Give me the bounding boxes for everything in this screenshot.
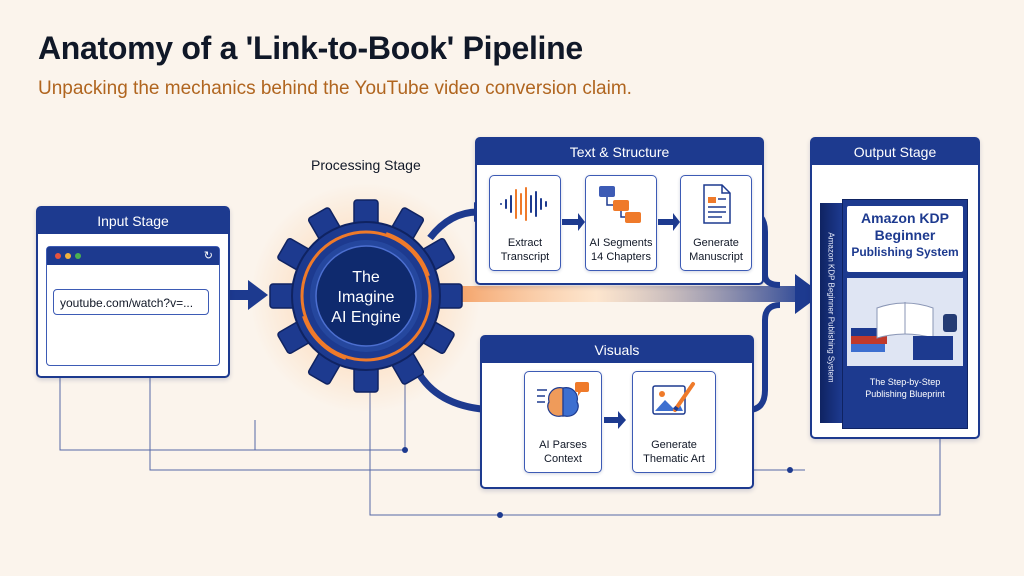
book-title-line: Amazon KDP — [861, 210, 949, 226]
card-label-line: Context — [544, 453, 582, 465]
card-label-line: Extract — [507, 237, 543, 249]
book-title-line: Publishing System — [851, 245, 959, 259]
book-front: Amazon KDP Beginner Publishing System — [842, 199, 968, 429]
url-input[interactable]: youtube.com/watch?v=... — [53, 289, 209, 315]
engine-label: The Imagine AI Engine — [316, 268, 416, 328]
book-cover: Amazon KDP Beginner Publishing System Am… — [820, 199, 972, 429]
processing-stage-label: Processing Stage — [311, 157, 421, 173]
gear-icon — [269, 199, 463, 393]
card-label-line: AI Parses — [539, 439, 587, 451]
visuals-to-output-arrow — [747, 302, 781, 413]
extract-transcript-card: Extract Transcript — [489, 175, 561, 271]
window-close-dot — [55, 253, 61, 259]
ai-parses-context-card: AI Parses Context — [524, 371, 602, 473]
output-stage-header: Output Stage — [812, 139, 978, 165]
card-label-line: Transcript — [500, 251, 550, 263]
waveform-icon — [500, 187, 547, 221]
ai-segments-card: AI Segments 14 Chapters — [585, 175, 657, 271]
window-maximize-dot — [75, 253, 81, 259]
engine-to-output-beam — [430, 274, 822, 314]
refresh-icon[interactable]: ↻ — [203, 250, 213, 262]
generate-art-card: Generate Thematic Art — [632, 371, 716, 473]
card-label: Generate Thematic Art — [633, 438, 715, 466]
visuals-header: Visuals — [482, 337, 752, 363]
card-label-line: Generate — [693, 237, 739, 249]
browser-titlebar: ↻ — [47, 247, 219, 265]
card-label: Extract Transcript — [490, 236, 560, 264]
book-title-box: Amazon KDP Beginner Publishing System — [847, 206, 963, 272]
card-label-line: AI Segments — [589, 237, 653, 249]
card-label: AI Parses Context — [525, 438, 601, 466]
engine-label-line: Imagine — [337, 289, 395, 306]
card-label-line: Thematic Art — [643, 453, 705, 465]
card-label: Generate Manuscript — [681, 236, 751, 264]
output-stage-panel: Output Stage Amazon KDP Beginner Publish… — [810, 137, 980, 439]
input-stage-panel: Input Stage ↻ youtube.com/watch?v=... — [36, 206, 230, 378]
engine-to-text-arrow — [427, 208, 479, 241]
text-structure-panel: Text & Structure Extract Tran — [475, 137, 764, 285]
book-tagline: The Step-by-Step Publishing Blueprint — [843, 376, 967, 400]
text-structure-header: Text & Structure — [477, 139, 762, 165]
brain-icon — [537, 382, 589, 417]
document-icon — [703, 184, 731, 224]
engine-label-line: The — [352, 269, 380, 286]
window-minimize-dot — [65, 253, 71, 259]
card-label-line: 14 Chapters — [591, 251, 651, 263]
input-stage-header: Input Stage — [38, 208, 228, 234]
image-brush-icon — [652, 382, 695, 415]
book-spine-text: Amazon KDP Beginner Publishing System — [826, 232, 836, 383]
book-tagline-line: Publishing Blueprint — [865, 389, 945, 399]
engine-label-line: AI Engine — [331, 309, 401, 326]
card-label: AI Segments 14 Chapters — [586, 236, 656, 264]
book-title-line: Beginner — [874, 227, 936, 243]
generate-manuscript-card: Generate Manuscript — [680, 175, 752, 271]
page-title: Anatomy of a 'Link-to-Book' Pipeline — [38, 30, 583, 66]
browser-window: ↻ youtube.com/watch?v=... — [46, 246, 220, 366]
book-illustration — [847, 278, 963, 366]
card-label-line: Generate — [651, 439, 697, 451]
visuals-panel: Visuals AI Parses Context — [480, 335, 754, 489]
input-to-engine-arrow — [222, 280, 268, 310]
flowchart-icon — [599, 186, 641, 223]
page-subtitle: Unpacking the mechanics behind the YouTu… — [38, 78, 632, 99]
book-tagline-line: The Step-by-Step — [869, 377, 941, 387]
book-title: Amazon KDP Beginner Publishing System — [847, 210, 963, 261]
card-label-line: Manuscript — [689, 251, 743, 263]
book-spine: Amazon KDP Beginner Publishing System — [820, 203, 842, 423]
